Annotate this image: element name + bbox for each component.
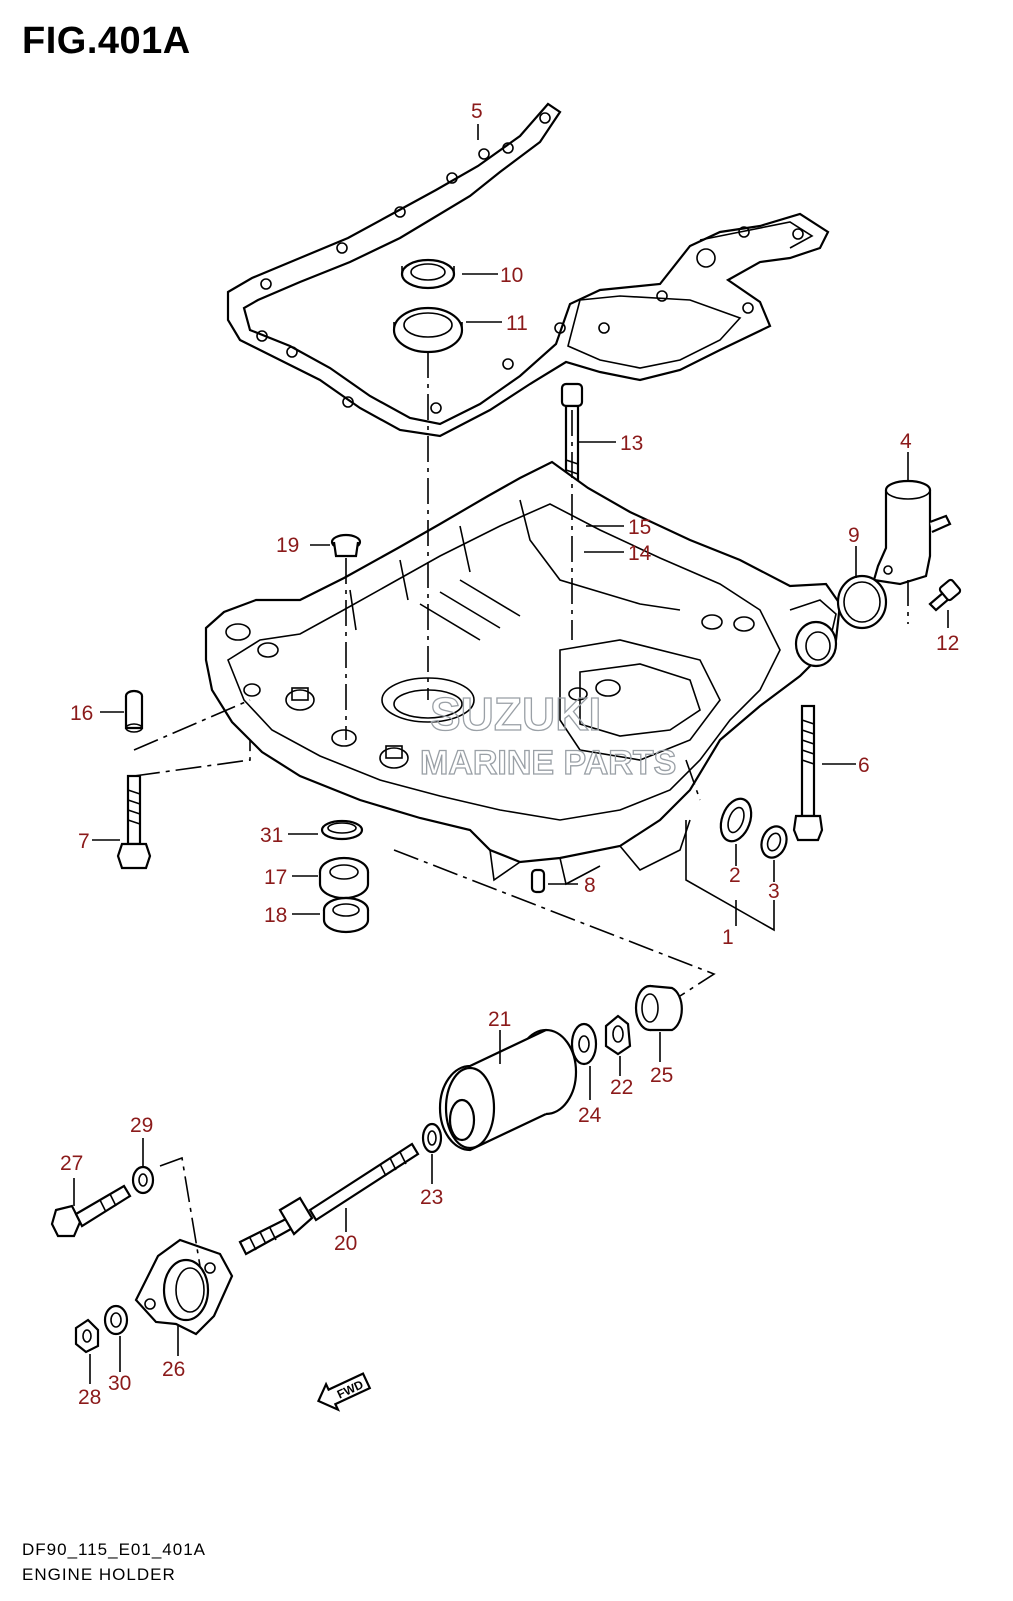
snap-ring-part-31 [320,819,364,841]
nut-part-22 [604,1014,632,1056]
callout-2: 2 [729,864,741,887]
callout-4: 4 [900,430,912,453]
callout-28: 28 [78,1386,101,1409]
through-bolt-part-20 [238,1142,420,1256]
callout-7: 7 [78,830,90,853]
callout-11: 11 [506,312,528,335]
fwd-direction-arrow: FWD [316,1372,372,1412]
washer-part-24 [570,1022,598,1066]
bearing-part-17 [318,856,370,900]
bolt-part-12 [928,578,962,612]
callout-10: 10 [500,264,523,287]
callout-25: 25 [650,1064,673,1087]
oil-seal-part-18 [322,896,370,934]
gasket-part-5 [226,102,830,438]
bolt-part-7 [116,774,152,870]
callout-23: 23 [420,1186,443,1209]
callout-30: 30 [108,1372,131,1395]
water-fitting-part-4 [872,479,952,586]
plug-part-19 [330,533,362,558]
callout-21: 21 [488,1008,511,1031]
callout-15: 15 [628,516,651,539]
washer-part-29 [131,1165,155,1195]
bolt-part-27 [50,1184,132,1238]
callout-5: 5 [471,100,483,123]
gasket-part-2 [719,797,753,843]
engine-holder-body-part-1 [204,460,842,886]
watermark: SUZUKI MARINE PARTS [419,687,677,782]
callout-17: 17 [264,866,287,889]
washer-part-23 [421,1122,443,1154]
mount-rubber-part-21 [438,1028,578,1152]
figure-code: DF90_115_E01_401A [22,1540,206,1559]
callout-19: 19 [276,534,299,557]
callout-1: 1 [722,926,734,949]
callout-20: 20 [334,1232,357,1255]
callout-29: 29 [130,1114,153,1137]
callout-24: 24 [578,1104,602,1127]
figure-title: FIG.401A [22,20,191,62]
callout-16: 16 [70,702,93,725]
callout-labels: 5 10 11 13 4 9 15 14 19 12 16 6 7 31 17 … [60,100,959,1409]
callout-26: 26 [162,1358,185,1381]
figure-name: ENGINE HOLDER [22,1565,176,1584]
callout-12: 12 [936,632,959,655]
oil-seal-part-11 [392,306,464,354]
callout-14: 14 [628,542,652,565]
callout-6: 6 [858,754,870,777]
bolt-part-6 [792,704,824,842]
o-ring-part-9 [836,574,888,630]
washer-part-30 [103,1304,129,1336]
nut-part-28 [74,1318,100,1354]
callout-8: 8 [584,874,596,897]
callout-9: 9 [848,524,860,547]
leader-lines [73,124,949,1384]
watermark-line-2: MARINE PARTS [420,744,676,782]
bracket-part-26 [134,1238,234,1336]
callout-22: 22 [610,1076,633,1099]
callout-18: 18 [264,904,287,927]
arrow-shape [316,1372,372,1412]
collar-part-25 [634,984,683,1032]
callout-31: 31 [260,824,283,847]
plug-part-3 [760,825,788,859]
oil-seal-part-10 [400,258,456,290]
callout-13: 13 [620,432,643,455]
dowel-pin-part-16 [124,689,144,733]
watermark-line-1: SUZUKI [430,688,601,740]
callout-27: 27 [60,1152,83,1175]
pin-part-8 [530,868,546,894]
callout-3: 3 [768,880,780,903]
